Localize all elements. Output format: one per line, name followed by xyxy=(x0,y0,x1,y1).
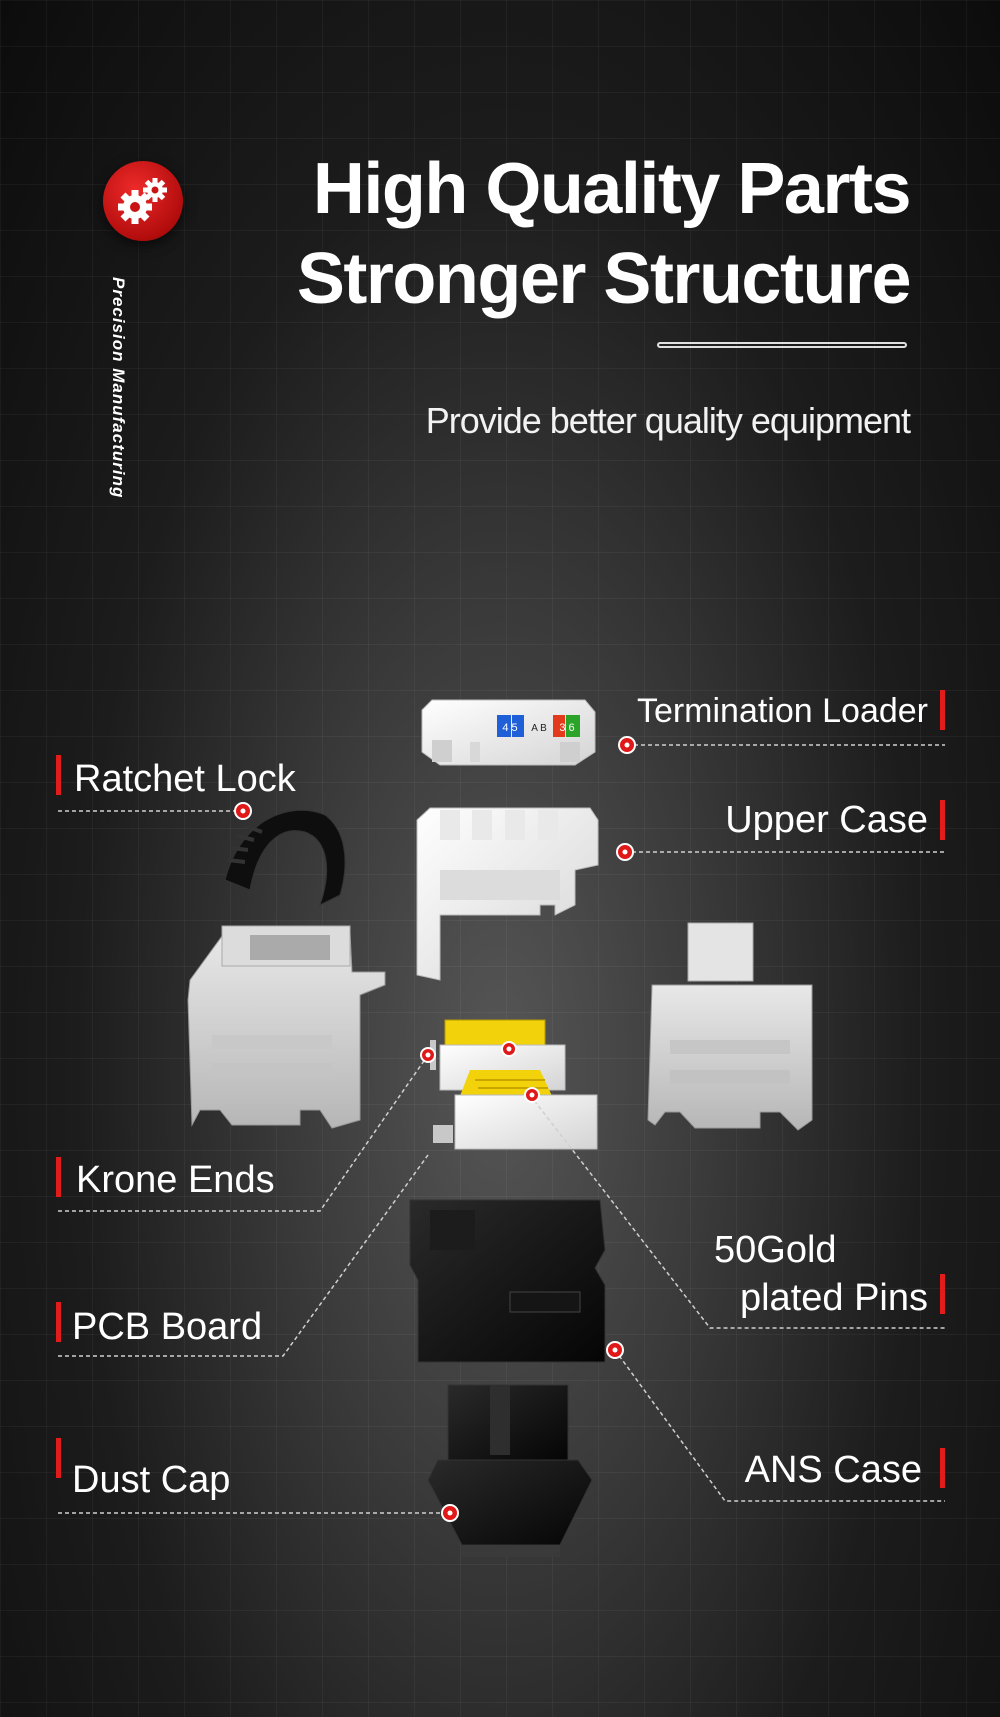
accent-bar xyxy=(56,755,61,795)
right-housing-part xyxy=(647,922,813,1131)
termination-loader-part: 4 5 A B 3 6 xyxy=(421,699,596,766)
title-divider xyxy=(657,342,907,348)
label-ans-case: ANS Case xyxy=(744,1449,922,1491)
accent-bar xyxy=(940,690,945,730)
loader-right-mark: 3 6 xyxy=(559,722,574,734)
title-line-1: High Quality Parts xyxy=(312,149,912,229)
accent-bar xyxy=(940,1274,945,1314)
accent-bar xyxy=(56,1302,61,1342)
subtitle: Provide better quality equipment xyxy=(425,400,911,441)
label-dust-cap: Dust Cap xyxy=(72,1459,231,1501)
label-ratchet-lock: Ratchet Lock xyxy=(74,758,296,800)
accent-bar xyxy=(56,1157,61,1197)
title-line-2: Stronger Structure xyxy=(296,239,912,319)
label-krone-ends: Krone Ends xyxy=(76,1159,275,1201)
label-gold-pins-line2: plated Pins xyxy=(739,1277,928,1319)
ratchet-lock-part xyxy=(224,809,346,906)
label-pcb-board: PCB Board xyxy=(72,1306,263,1348)
label-gold-pins-line1: 50Gold xyxy=(714,1229,837,1271)
badge xyxy=(103,161,183,241)
callout-dots xyxy=(234,736,636,1522)
dust-cap-part xyxy=(427,1384,593,1557)
pcb-board-part xyxy=(430,1019,598,1150)
label-termination-loader: Termination Loader xyxy=(636,692,928,730)
loader-blue-mark xyxy=(497,715,511,737)
loader-middle-mark: A B xyxy=(531,723,547,734)
upper-case-part xyxy=(416,807,599,981)
callout-lines xyxy=(58,744,945,1514)
left-housing-part xyxy=(187,925,386,1129)
gears-icon xyxy=(118,178,167,224)
accent-bar xyxy=(940,800,945,840)
accent-bar xyxy=(940,1448,945,1488)
ans-case-part xyxy=(409,1199,606,1363)
loader-left-mark: 4 5 xyxy=(502,722,517,734)
label-upper-case: Upper Case xyxy=(725,799,928,841)
accent-bar xyxy=(56,1438,61,1478)
